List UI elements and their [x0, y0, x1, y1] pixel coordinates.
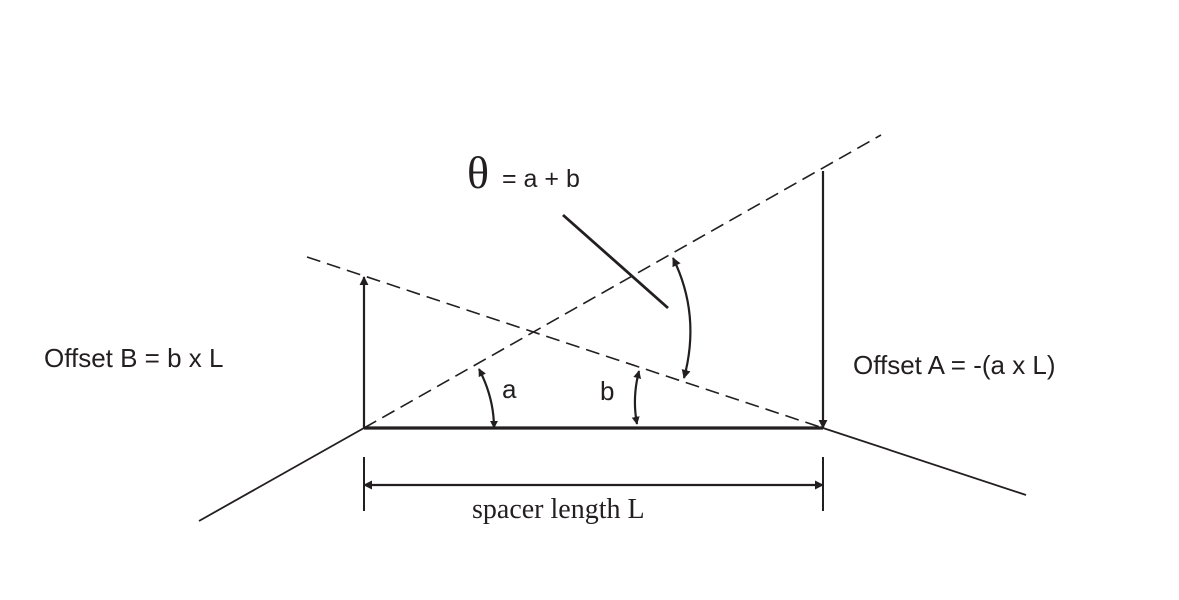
angle-a-arc: [478, 368, 498, 429]
angle-theta-arc: [672, 257, 692, 379]
offset-b-label: Offset B = b x L: [44, 343, 223, 373]
left-solid-line: [198, 427, 365, 522]
dashed-line-a: [363, 134, 882, 429]
theta-formula: = a + b: [502, 165, 580, 193]
dashed-line-b: [306, 256, 824, 429]
offset-a-label: Offset A = -(a x L): [853, 350, 1056, 380]
right-solid-line: [822, 427, 1027, 496]
theta-symbol: θ: [467, 147, 489, 198]
angle-b-arc: [631, 370, 642, 425]
angle-a-label: a: [502, 374, 517, 404]
theta-leader-line: [562, 213, 669, 310]
spacer-length-label: spacer length L: [472, 494, 645, 525]
angle-b-label: b: [600, 376, 614, 406]
